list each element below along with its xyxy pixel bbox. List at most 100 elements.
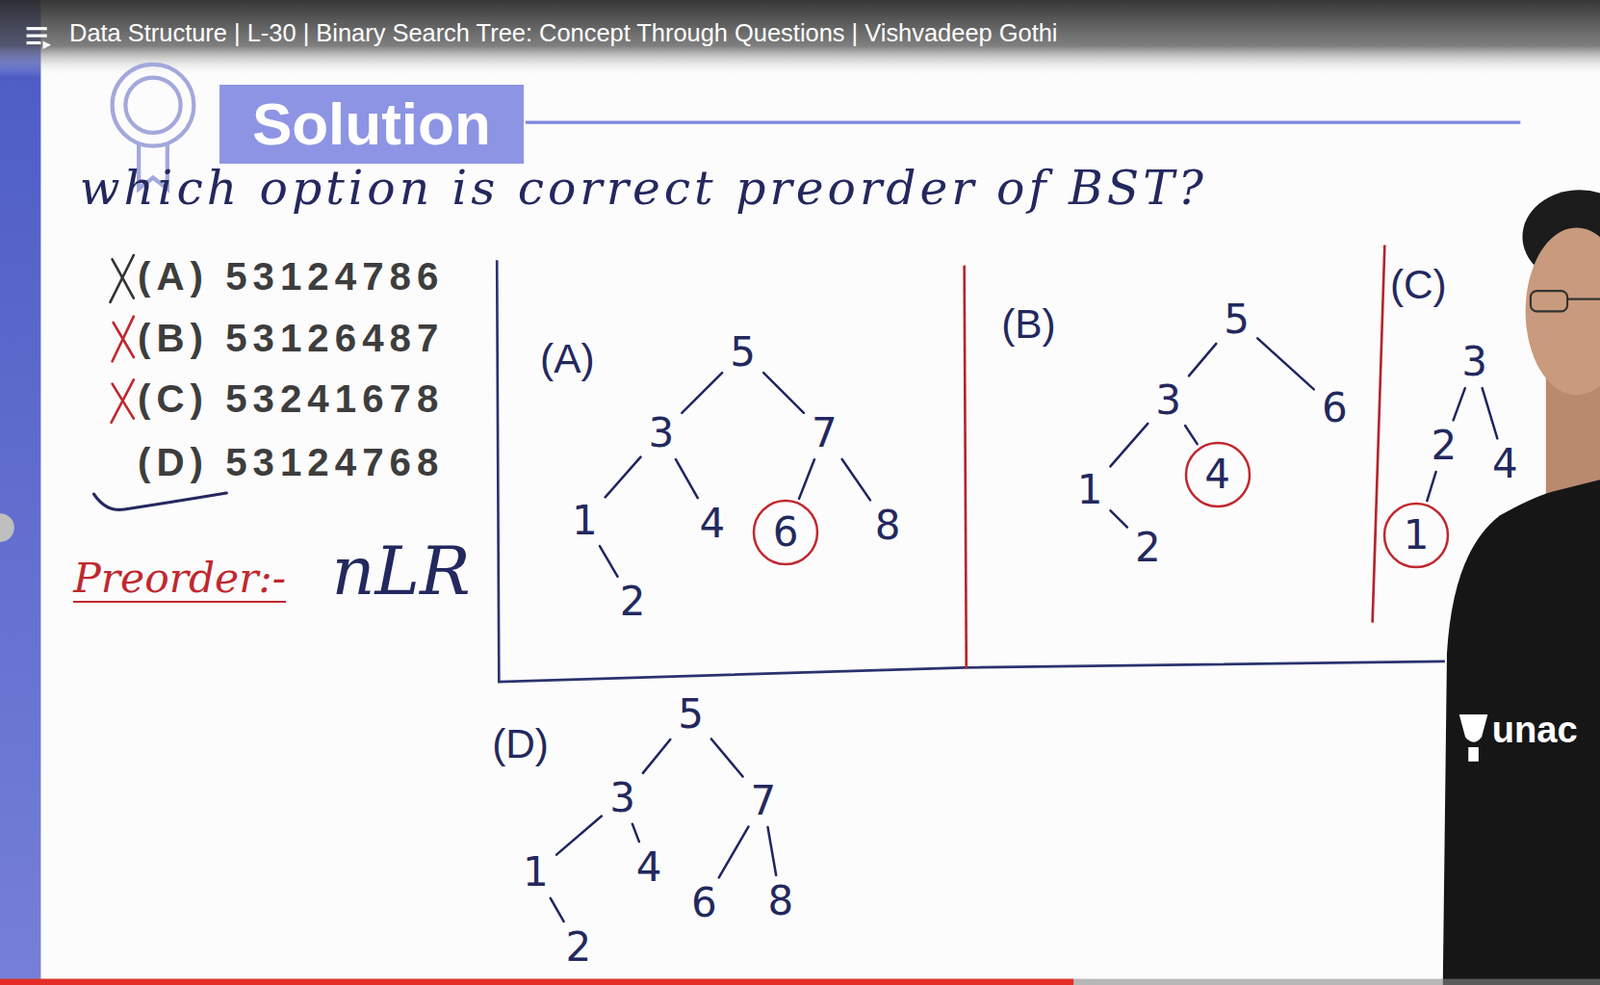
menu-icon (26, 28, 48, 44)
tree-branch (599, 545, 619, 577)
tree-label: (B) (1001, 302, 1057, 348)
key-value: 1 (1403, 515, 1430, 556)
side-handle (0, 513, 15, 542)
key-value: 3 (609, 777, 636, 819)
presenter-face (1525, 227, 1600, 395)
tree-key: 4 (1486, 440, 1524, 488)
tree-label: (C) (1390, 262, 1447, 309)
key-value: 6 (691, 882, 718, 924)
presenter-shirt (1443, 479, 1600, 985)
tree-key: 4 (630, 844, 669, 891)
tree-key: 2 (614, 578, 652, 625)
traversal-order: nLR (331, 534, 470, 609)
panel-divider (1372, 244, 1386, 622)
tree-branch (1482, 387, 1498, 439)
tree-branch (768, 826, 777, 876)
key-value: 3 (1461, 341, 1488, 383)
tree-branch (550, 898, 565, 922)
tree-key: 2 (1424, 422, 1463, 469)
tree-label: (D) (491, 722, 549, 768)
presenter-glasses (1567, 298, 1600, 301)
presenter (1443, 189, 1600, 985)
cross-mark (112, 384, 134, 419)
tree-branch (763, 372, 804, 413)
tree-branch (1109, 423, 1148, 466)
key-value: 2 (566, 927, 593, 968)
key-value: 5 (729, 332, 756, 373)
check-mark (94, 492, 228, 510)
key-value: 8 (875, 505, 902, 546)
side-strip (0, 0, 41, 985)
heading-banner: Solution (219, 84, 524, 164)
tree-key: 3 (1455, 338, 1494, 386)
tree-key: 5 (723, 329, 762, 376)
tree-branch (681, 372, 723, 413)
tree-key: 3 (642, 410, 680, 457)
cross-mark (112, 316, 134, 362)
tree-branch (632, 824, 640, 842)
tree-key: 3 (603, 774, 642, 822)
tree-branch (1453, 387, 1466, 420)
key-value: 4 (636, 847, 663, 888)
cross-mark (113, 322, 134, 358)
key-value: 7 (749, 780, 776, 822)
tree-branch (842, 459, 871, 500)
tree-key: 8 (761, 877, 800, 925)
badge-ring (112, 64, 195, 147)
key-value: 6 (773, 512, 800, 553)
circled-tree-key: 4 (1184, 440, 1252, 509)
key-value: 2 (1430, 425, 1457, 466)
panel-divider (964, 265, 967, 670)
tree-key: 5 (1217, 296, 1256, 343)
tree-key: 5 (671, 691, 710, 738)
tree-branch (643, 739, 671, 774)
tree-key: 1 (566, 497, 604, 544)
tree-key: 7 (805, 410, 844, 457)
key-value: 6 (1321, 387, 1348, 429)
title-bar (0, 0, 1600, 78)
tree-branch (799, 459, 815, 499)
logo-icon (1459, 714, 1489, 743)
panel-frame (496, 259, 1446, 682)
video-title: Data Structure | L-30 | Binary Search Tr… (69, 20, 1058, 48)
key-value: 4 (698, 503, 725, 544)
circle-outline (1384, 503, 1448, 568)
menu-line (26, 34, 48, 38)
menu-line (26, 41, 42, 45)
key-value: 8 (767, 880, 794, 922)
tree-branch (1257, 337, 1315, 389)
preorder-heading: Preorder:- (73, 556, 286, 604)
tree-branch (556, 815, 602, 854)
tree-key: 6 (1316, 385, 1354, 432)
logo-text: unac (1492, 709, 1578, 750)
tree-key: 1 (516, 849, 555, 896)
tree-branch (1185, 425, 1198, 444)
key-value: 4 (1492, 443, 1519, 485)
tree-branch (1188, 343, 1216, 376)
tree-key: 3 (1149, 377, 1188, 424)
key-value: 3 (647, 412, 674, 454)
key-value: 2 (619, 581, 646, 622)
option-text: (A) 53124786 (137, 256, 444, 299)
key-value: 1 (571, 500, 598, 542)
tree-branch (719, 826, 749, 878)
logo-icon (1468, 747, 1479, 762)
option-text: (C) 53241678 (137, 378, 444, 421)
cross-mark (111, 379, 134, 423)
menu-line (26, 26, 48, 30)
key-value: 4 (1204, 454, 1231, 495)
tree-key: 8 (869, 502, 907, 549)
key-value: 2 (1135, 527, 1162, 568)
option-text: (D) 53124768 (137, 441, 444, 485)
tree-key: 6 (685, 879, 723, 927)
key-value: 5 (677, 694, 704, 735)
circle-outline (1186, 442, 1250, 507)
circle-outline (753, 500, 818, 565)
presenter-glasses (1530, 290, 1568, 311)
tree-label: (A) (540, 336, 595, 383)
progress-track (0, 979, 1600, 985)
badge-inner (125, 77, 181, 133)
option-text: (B) 53126487 (137, 317, 444, 361)
